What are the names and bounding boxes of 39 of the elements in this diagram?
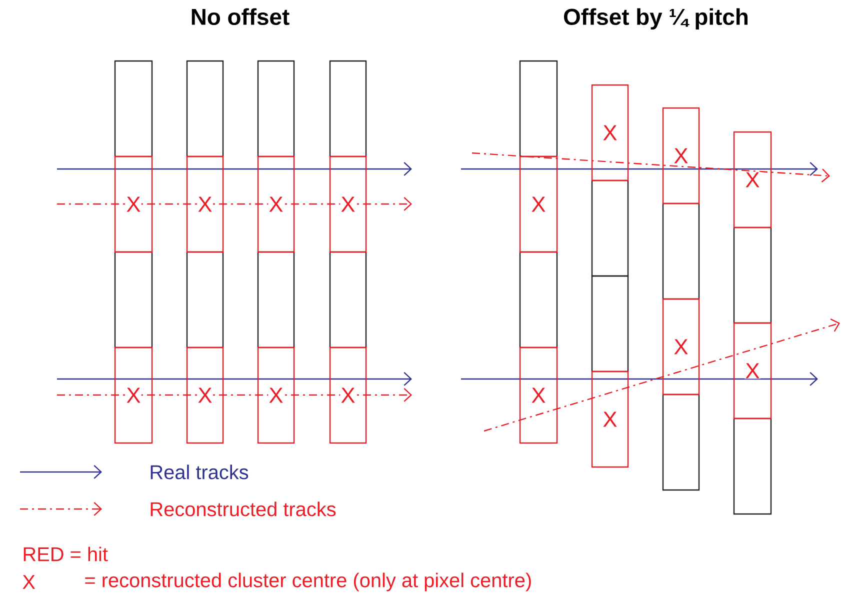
pixel-cell	[591, 180, 629, 277]
pixel-cell	[114, 251, 153, 348]
pixel-cell	[329, 251, 367, 348]
hit-pixel-cell: X	[519, 156, 558, 253]
hit-pixel-cell: X	[257, 346, 295, 444]
hit-pixel-cell: X	[329, 346, 367, 444]
pixel-cell	[591, 275, 629, 372]
pixel-cell	[519, 60, 558, 158]
hit-pixel-cell: X	[329, 156, 367, 253]
hit-pixel-cell: X	[114, 156, 153, 253]
legend-label: Reconstructed tracks	[150, 502, 336, 516]
hit-pixel-cell: X	[591, 370, 629, 468]
pixel-cell	[186, 60, 224, 158]
hit-pixel-cell: X	[519, 346, 558, 444]
hit-pixel-cell: X	[662, 107, 700, 204]
hit-pixel-cell: X	[733, 322, 772, 420]
pixel-cell	[733, 226, 772, 324]
panel-title: Offset by ¼ pitch	[564, 8, 748, 30]
hit-pixel-cell: X	[257, 156, 295, 253]
note-text: X	[22, 575, 36, 589]
hit-pixel-cell: X	[114, 346, 153, 444]
pixel-cell	[733, 418, 772, 515]
hit-pixel-cell: X	[591, 84, 629, 182]
note-text: RED = hit	[24, 546, 108, 562]
pixel-cell	[662, 394, 700, 491]
pixel-cell	[257, 60, 295, 158]
pixel-cell	[662, 202, 700, 300]
hit-pixel-cell: X	[733, 131, 772, 228]
pixel-cell	[257, 251, 295, 348]
pixel-cell	[186, 251, 224, 348]
panel-title: No offset	[192, 8, 290, 26]
hit-pixel-cell: X	[186, 346, 224, 444]
note-text: = reconstructed cluster centre (only at pixel centre)	[85, 572, 531, 592]
hit-pixel-cell: X	[662, 298, 700, 396]
pixel-cell	[519, 251, 558, 348]
pixel-cell	[114, 60, 153, 158]
pixel-cell	[329, 60, 367, 158]
legend-label: Real tracks	[150, 464, 248, 480]
hit-pixel-cell: X	[186, 156, 224, 253]
